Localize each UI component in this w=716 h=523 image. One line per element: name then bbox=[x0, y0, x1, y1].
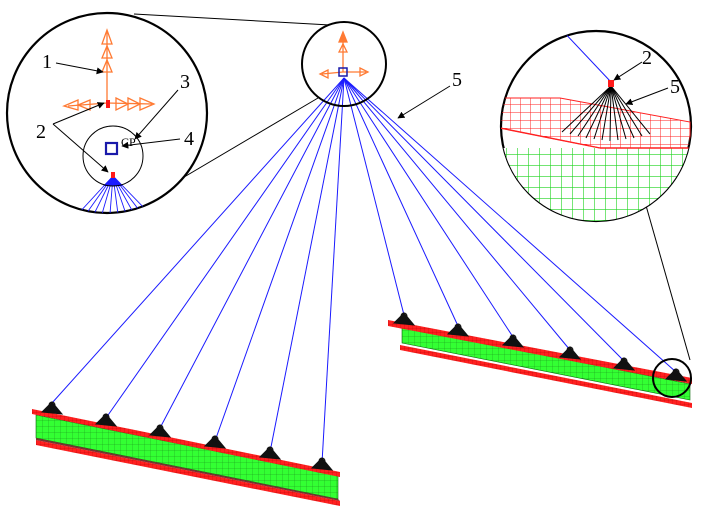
lug-right-5 bbox=[612, 357, 636, 371]
lug-left-5 bbox=[258, 446, 282, 460]
lug-right-3 bbox=[501, 334, 525, 348]
constraint-arrows-icon bbox=[62, 28, 156, 112]
beam-right bbox=[388, 320, 692, 408]
cp-node-icon bbox=[104, 141, 119, 156]
zoom-source-circle bbox=[652, 358, 692, 398]
zoom-detail-right: 2 5 bbox=[499, 29, 693, 223]
callout-right-5: 5 bbox=[670, 76, 680, 98]
hoist-point-circle bbox=[301, 21, 387, 107]
lifting-lugs bbox=[40, 312, 688, 471]
callout-2: 2 bbox=[36, 121, 46, 143]
callout-cable: 5 bbox=[397, 69, 462, 119]
constraint-arrows-icon bbox=[318, 30, 370, 80]
callout-3: 3 bbox=[180, 71, 190, 93]
lug-right-1 bbox=[392, 312, 416, 326]
lug-right-4 bbox=[558, 346, 582, 360]
lug-left-1 bbox=[40, 401, 64, 415]
lug-left-6 bbox=[310, 457, 334, 471]
beam-left bbox=[32, 409, 340, 506]
cp-label: CP bbox=[121, 135, 136, 149]
lifting-cables bbox=[51, 77, 677, 464]
lug-right-2 bbox=[446, 323, 470, 337]
zoom-detail-left: CP 1 2 3 4 bbox=[5, 11, 209, 215]
callout-4: 4 bbox=[184, 128, 194, 150]
connection-node-icon bbox=[338, 67, 348, 77]
lug-right-6 bbox=[664, 368, 688, 382]
callout-5: 5 bbox=[452, 69, 462, 91]
callout-right-2: 2 bbox=[642, 47, 652, 69]
lug-left-4 bbox=[203, 435, 227, 449]
lug-left-3 bbox=[148, 424, 172, 438]
callout-1: 1 bbox=[42, 51, 52, 73]
lug-left-2 bbox=[94, 413, 118, 427]
